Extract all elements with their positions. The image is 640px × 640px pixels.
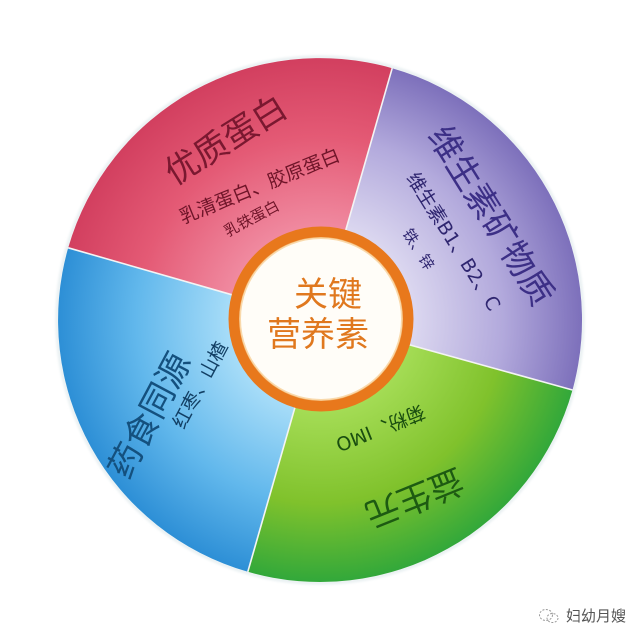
center-title-line1: 关键 (294, 275, 362, 315)
watermark: 妇幼月嫂 (538, 605, 626, 626)
watermark-text: 妇幼月嫂 (565, 607, 626, 625)
center-ring (228, 226, 414, 412)
wechat-icon (538, 608, 559, 623)
center-title-line2: 营养素 (267, 315, 369, 355)
